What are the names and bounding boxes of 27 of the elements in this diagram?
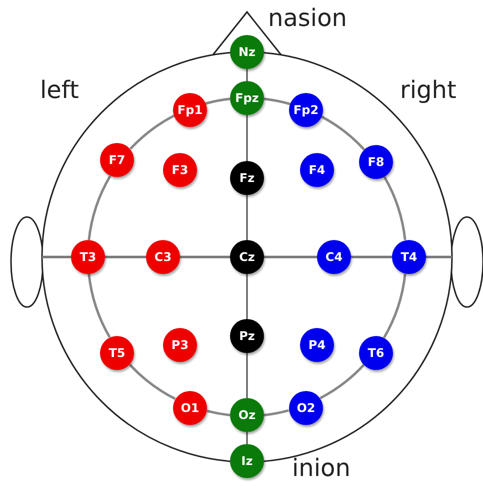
connector-line (351, 256, 392, 258)
connector-line (264, 98, 290, 106)
direction-label: nasion (268, 6, 347, 30)
connector-line (129, 364, 176, 400)
connector-line (246, 274, 248, 319)
connector-line (88, 274, 111, 338)
connector-line (130, 114, 175, 150)
connector-line (246, 195, 248, 240)
connector-line (88, 176, 112, 240)
connector-line (180, 256, 230, 258)
connector-line (205, 98, 230, 105)
connector-line (246, 69, 248, 81)
direction-label: inion (292, 456, 350, 480)
connector-line (264, 409, 289, 416)
direction-label: right (400, 78, 456, 102)
connector-line (264, 256, 317, 258)
connector-line (383, 176, 406, 240)
connector-line (246, 432, 248, 444)
connector-line (246, 353, 248, 398)
connector-line (320, 116, 366, 150)
connector-line (206, 410, 230, 416)
electrode-circle: Iz (230, 444, 264, 478)
connector-line (246, 115, 248, 161)
direction-label: left (40, 78, 79, 102)
connector-line (105, 256, 146, 258)
connector-line (320, 364, 365, 400)
connector-line (382, 274, 406, 338)
